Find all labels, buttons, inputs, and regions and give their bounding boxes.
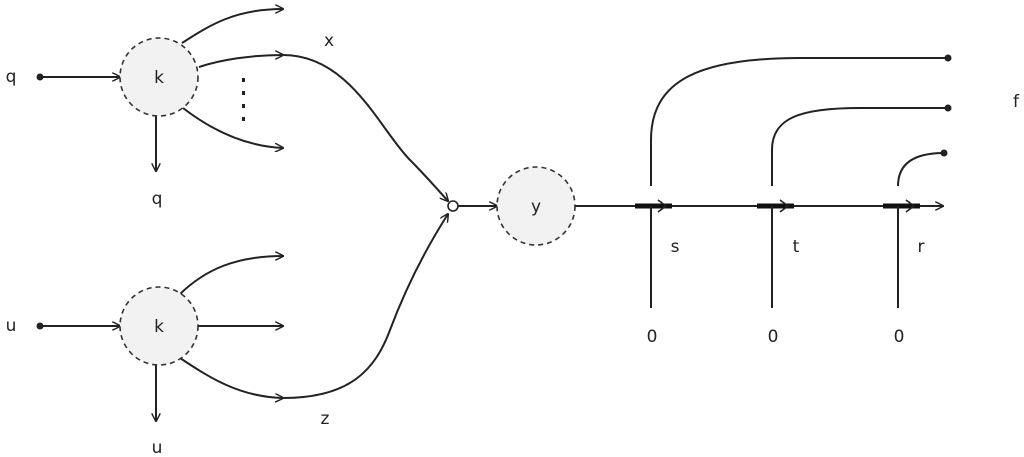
label-s: s [671,237,680,257]
label-u-output: u [152,438,163,457]
node-k-bottom-label: k [154,317,164,337]
edge-z-curve [282,214,448,399]
junction [447,200,459,212]
label-f: f [1013,92,1020,112]
node-k-top-label: k [154,68,164,88]
curve-t-to-f [771,107,948,186]
edge-k-bottom-to-z [179,357,283,398]
curve-s-to-f [650,57,948,186]
terminal-dot-2 [944,104,952,112]
edge-k-bottom-out-1 [179,256,283,295]
terminal-dot-3 [940,149,948,157]
node-y-label: y [531,197,541,217]
curve-r-to-f [897,152,945,187]
label-q-output: q [152,189,163,209]
chevron-t [779,199,790,213]
node-k-bottom [119,286,199,366]
label-z: z [321,409,330,429]
label-q-input: q [6,67,17,87]
label-x: x [324,31,334,51]
label-zero-t: 0 [768,327,779,347]
edge-k-top-out-3 [182,107,283,148]
label-zero-r: 0 [894,327,905,347]
label-u-input: u [6,316,17,336]
edge-x-curve [282,54,448,201]
ellipsis-dots [242,78,245,121]
label-t: t [793,237,800,257]
node-k-top [119,37,199,117]
chevron-s [657,199,668,213]
terminal-dot-1 [944,54,952,62]
label-r: r [918,237,925,257]
label-zero-s: 0 [647,327,658,347]
edge-k-top-to-x [198,55,283,68]
chevron-r [905,199,916,213]
edge-k-top-out-1 [181,9,283,44]
